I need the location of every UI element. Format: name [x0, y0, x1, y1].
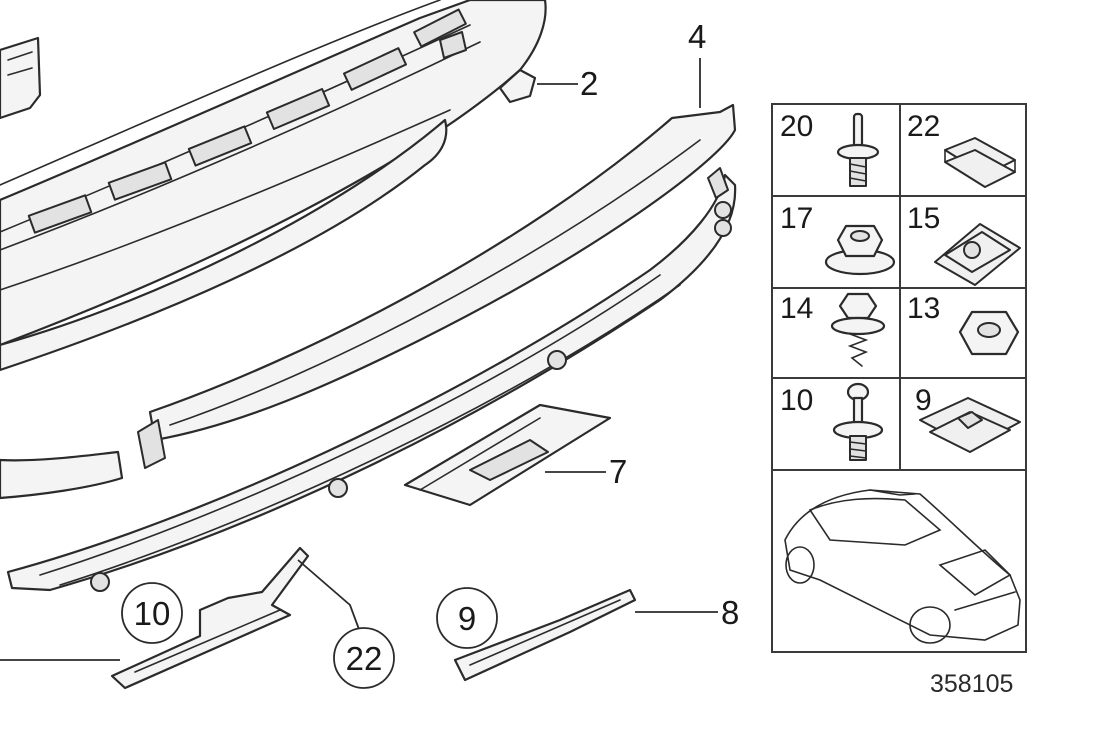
callout-2: 2 [580, 65, 598, 102]
bumper-cover [0, 0, 547, 372]
hex-nut-icon [958, 310, 1020, 356]
lower-left-bracket [0, 546, 361, 690]
lower-bumper-strip [6, 167, 737, 592]
table-cell-17: 17 [780, 202, 813, 235]
diagram-number: 358105 [930, 670, 1013, 698]
table-cell-14: 14 [780, 292, 813, 325]
sheet-clip-icon [919, 397, 1021, 453]
callout-circle-22: 22 [333, 627, 395, 689]
table-cell-9: 9 [915, 384, 932, 417]
bracket-upper-left [0, 36, 42, 120]
svg-text:9: 9 [458, 600, 476, 637]
rivet-icon [836, 112, 880, 187]
hex-screw-icon [830, 292, 886, 367]
callout-circle-10: 10 [121, 582, 183, 644]
expanding-rivet-icon [832, 382, 884, 461]
part-4-trim-strip: 4 [137, 18, 737, 469]
fastener-table: 20 22 17 15 14 13 10 9 [771, 103, 1027, 653]
car-outline-icon [784, 489, 1021, 644]
callout-8: 8 [721, 594, 739, 631]
spring-clip-icon [934, 223, 1021, 286]
table-cell-20: 20 [780, 110, 813, 143]
table-cell-22: 22 [907, 110, 940, 143]
svg-text:22: 22 [346, 640, 383, 677]
bumper-corner-left [0, 450, 124, 500]
flange-nut-icon [824, 224, 896, 276]
part-8-support: 8 [453, 588, 739, 682]
table-cell-10: 10 [780, 384, 813, 417]
part-2-cap: 2 [498, 65, 598, 104]
table-cell-13: 13 [907, 292, 940, 325]
callout-4: 4 [688, 18, 706, 55]
part-7-plate-bracket: 7 [403, 403, 627, 507]
svg-text:10: 10 [134, 595, 171, 632]
callout-7: 7 [609, 453, 627, 490]
table-cell-15: 15 [907, 202, 940, 235]
clip-nut-icon [944, 137, 1016, 188]
callout-circle-9: 9 [436, 587, 498, 649]
